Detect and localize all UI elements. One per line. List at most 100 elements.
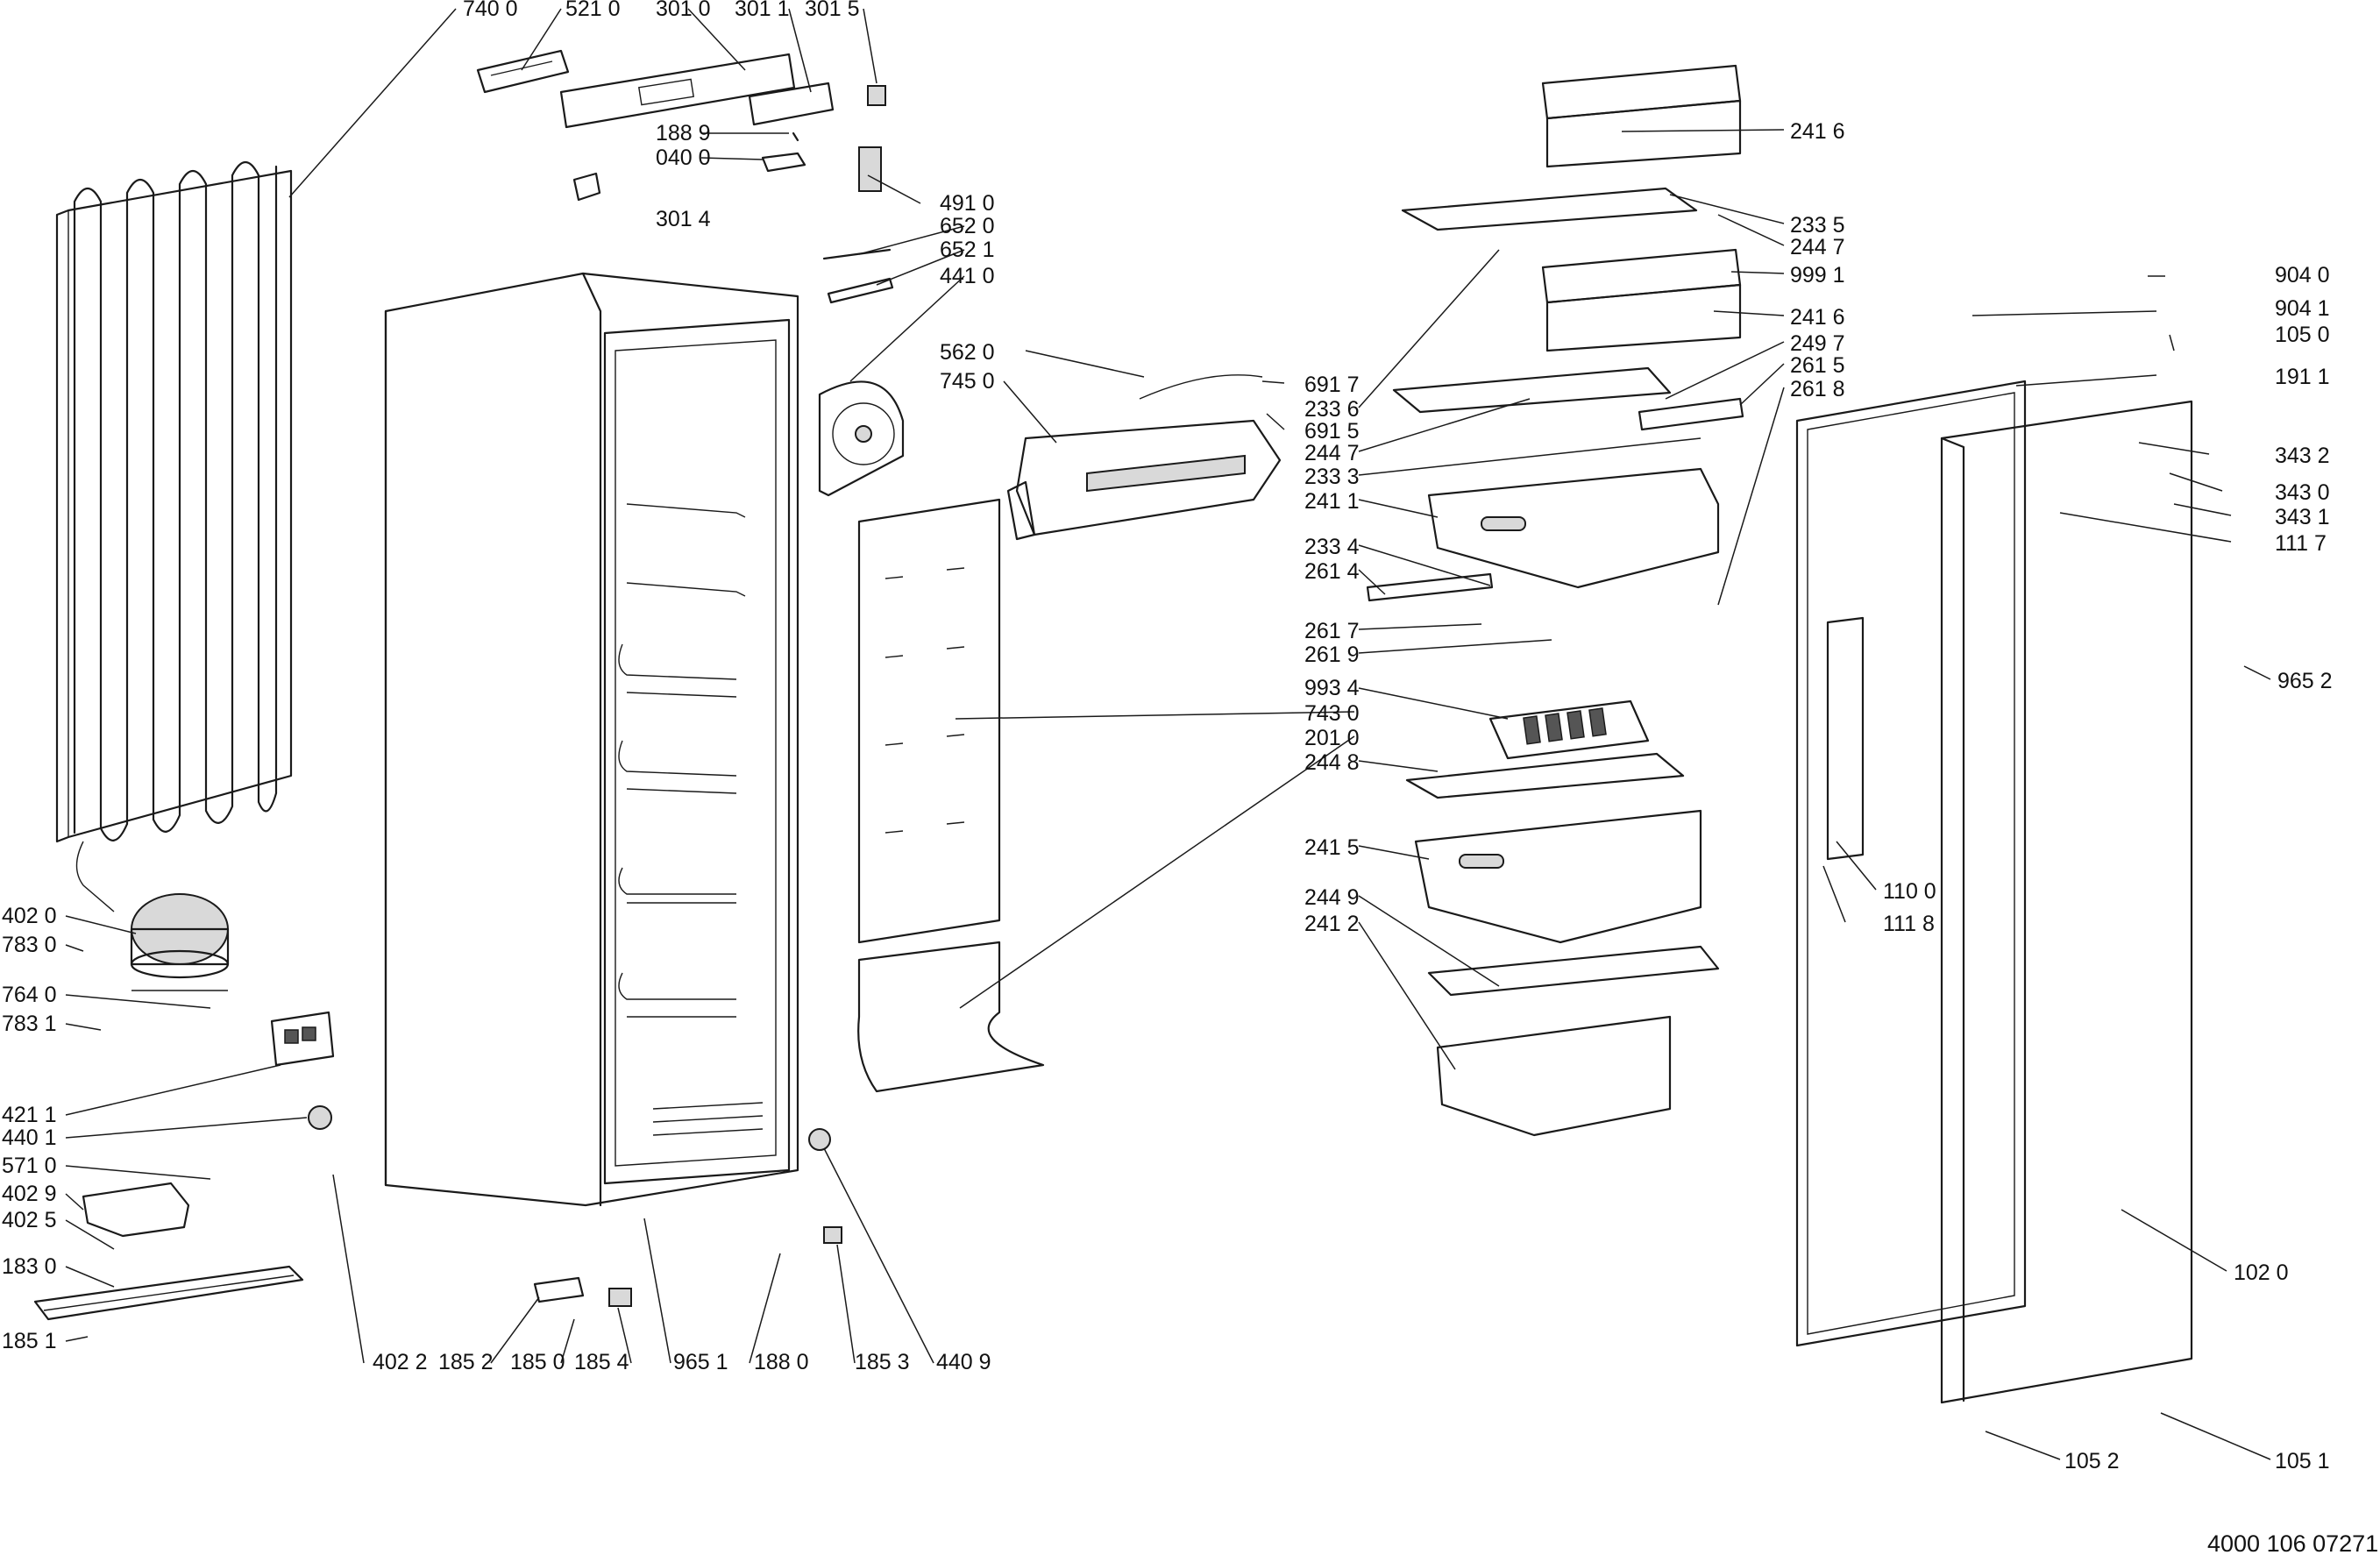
door-gasket [1795, 380, 2027, 1347]
callout-label: 249 7 [1790, 331, 1845, 356]
callout-label: 743 0 [1304, 701, 1360, 726]
callout-label: 201 0 [1304, 726, 1360, 750]
callout-label: 244 7 [1790, 235, 1845, 259]
document-number: 4000 106 07271 [2207, 1530, 2378, 1555]
control-board [476, 49, 570, 94]
crisper-drawer-3 [1436, 1015, 1672, 1137]
door-panel [1940, 400, 2193, 1404]
small-screw [792, 131, 799, 142]
callout-label: 105 0 [2275, 323, 2330, 347]
callout-label: 343 2 [2275, 444, 2330, 468]
evaporator-plate [857, 498, 1001, 944]
callout-label: 241 1 [1304, 489, 1360, 514]
cover-cap [572, 172, 601, 202]
hinge-bottom [533, 1276, 585, 1303]
callout-label: 691 5 [1304, 419, 1360, 444]
callout-label: 441 0 [940, 264, 995, 288]
dairy-flap-top [1541, 64, 1742, 168]
callout-label: 261 8 [1790, 377, 1845, 401]
leveling-foot [608, 1288, 632, 1307]
glass-shelf-3 [1405, 752, 1685, 799]
condenser-coil [55, 160, 293, 912]
callout-label: 185 0 [510, 1350, 565, 1374]
callout-label: 301 1 [735, 0, 790, 21]
callout-label: 402 2 [373, 1350, 428, 1374]
callout-label: 402 5 [2, 1208, 57, 1232]
crisper-drawer-1 [1427, 467, 1720, 589]
control-knob [867, 85, 886, 106]
door-stop [823, 1226, 842, 1244]
callout-label: 301 0 [656, 0, 711, 21]
callout-label: 040 0 [656, 146, 711, 170]
callout-label: 965 1 [673, 1350, 728, 1374]
callout-label: 652 1 [940, 238, 995, 262]
callout-label: 343 1 [2275, 505, 2330, 529]
base-frame [33, 1265, 304, 1321]
dairy-flap-middle [1541, 248, 1742, 352]
callout-label: 185 1 [2, 1329, 57, 1353]
callout-label: 904 1 [2275, 296, 2330, 321]
callout-label: 244 8 [1304, 750, 1360, 775]
compressor [130, 893, 230, 991]
callout-label: 783 0 [2, 933, 57, 957]
callout-label: 233 4 [1304, 535, 1360, 559]
callout-label: 241 6 [1790, 305, 1845, 330]
callout-label: 261 7 [1304, 619, 1360, 643]
filter-cartridge [1488, 699, 1650, 760]
rail-bar [1638, 397, 1744, 431]
callout-label: 233 6 [1304, 397, 1360, 422]
callout-label: 745 0 [940, 369, 995, 394]
bottom-air-guide [857, 941, 1045, 1093]
cabinet-body [384, 272, 799, 1207]
cord-grommet [308, 1105, 332, 1130]
callout-label: 491 0 [940, 191, 995, 216]
callout-label: 343 0 [2275, 480, 2330, 505]
callout-label: 999 1 [1790, 263, 1845, 288]
callout-label: 301 4 [656, 207, 711, 231]
callout-label: 740 0 [463, 0, 518, 21]
glass-shelf-1 [1401, 187, 1698, 231]
callout-label: 562 0 [940, 340, 995, 365]
callout-label: 191 1 [2275, 365, 2330, 389]
thermostat-unit [858, 146, 882, 192]
callout-label: 111 8 [1883, 912, 1935, 936]
callout-label: 233 3 [1304, 465, 1360, 489]
callout-label: 440 9 [936, 1350, 991, 1374]
callout-label: 188 0 [754, 1350, 809, 1374]
callout-label: 571 0 [2, 1154, 57, 1178]
callout-label: 241 2 [1304, 912, 1360, 936]
callout-label: 233 5 [1790, 213, 1845, 238]
callout-label: 402 9 [2, 1182, 57, 1206]
callout-labels: 740 0 521 0 301 0 301 1 301 5 188 9 040 … [2, 0, 2333, 1473]
callout-label: 421 1 [2, 1103, 57, 1127]
leader-lines [65, 8, 2271, 1460]
callout-label: 965 2 [2277, 669, 2333, 693]
fan-assembly [818, 380, 905, 497]
callout-label: 301 5 [805, 0, 860, 21]
air-duct [1006, 419, 1282, 541]
callout-label: 110 0 [1883, 879, 1936, 904]
grommet-bottom [808, 1128, 831, 1151]
callout-label: 183 0 [2, 1254, 57, 1279]
callout-label: 185 2 [438, 1350, 494, 1374]
callout-label: 261 4 [1304, 559, 1360, 584]
glass-shelf-4 [1427, 945, 1720, 997]
light-strip [822, 248, 894, 304]
drip-tray [82, 1182, 190, 1238]
sensor-cable [1139, 374, 1263, 400]
callout-label: 244 7 [1304, 441, 1360, 465]
callout-label: 188 9 [656, 121, 711, 146]
callout-label: 261 5 [1790, 353, 1845, 378]
door-handle [1826, 616, 1865, 861]
callout-label: 904 0 [2275, 263, 2330, 288]
drawer-runner [1366, 572, 1494, 602]
glass-shelf-2 [1392, 366, 1672, 414]
callout-label: 783 1 [2, 1012, 57, 1036]
callout-label: 102 0 [2234, 1260, 2289, 1285]
callout-label: 185 3 [855, 1350, 910, 1374]
hinge-bracket-top [761, 152, 806, 173]
callout-label: 440 1 [2, 1125, 57, 1150]
callout-label: 105 1 [2275, 1449, 2330, 1473]
callout-label: 691 7 [1304, 373, 1360, 397]
